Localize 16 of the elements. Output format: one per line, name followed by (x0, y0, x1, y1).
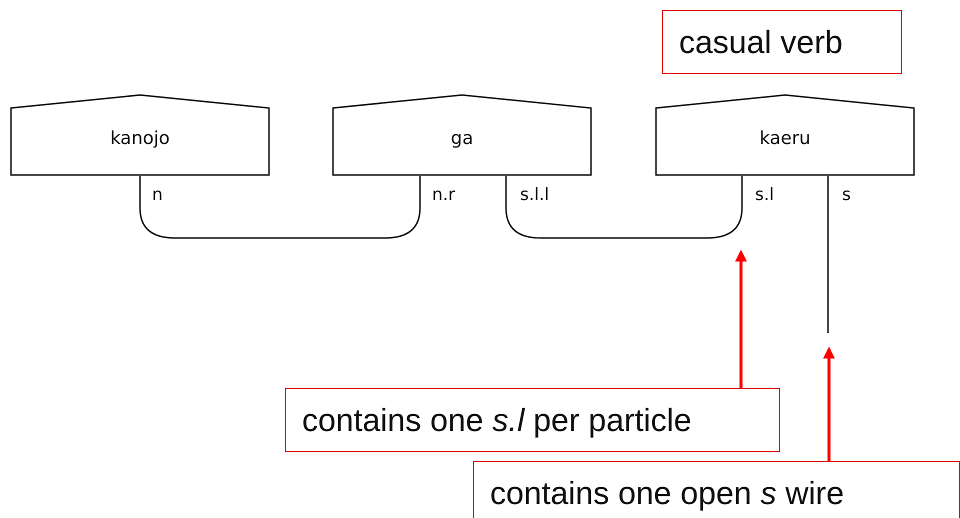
wire-label: s (842, 185, 851, 205)
annotation-box: contains one s.l per particle (285, 388, 780, 452)
annotation-box: casual verb (662, 10, 902, 74)
wire (139, 176, 421, 239)
wire-label: n.r (432, 185, 456, 205)
wire (505, 176, 743, 239)
wire (827, 176, 829, 333)
arrow (823, 346, 835, 461)
wire-label: s.l.l (520, 185, 550, 205)
annotation-box: contains one open s wire (473, 461, 960, 518)
word-box: ga (332, 94, 592, 176)
word-box: kaeru (655, 94, 915, 176)
arrow (735, 250, 747, 388)
wire-label: n (152, 185, 163, 205)
wire-label: s.l (755, 185, 774, 205)
word-box: kanojo (10, 94, 270, 176)
